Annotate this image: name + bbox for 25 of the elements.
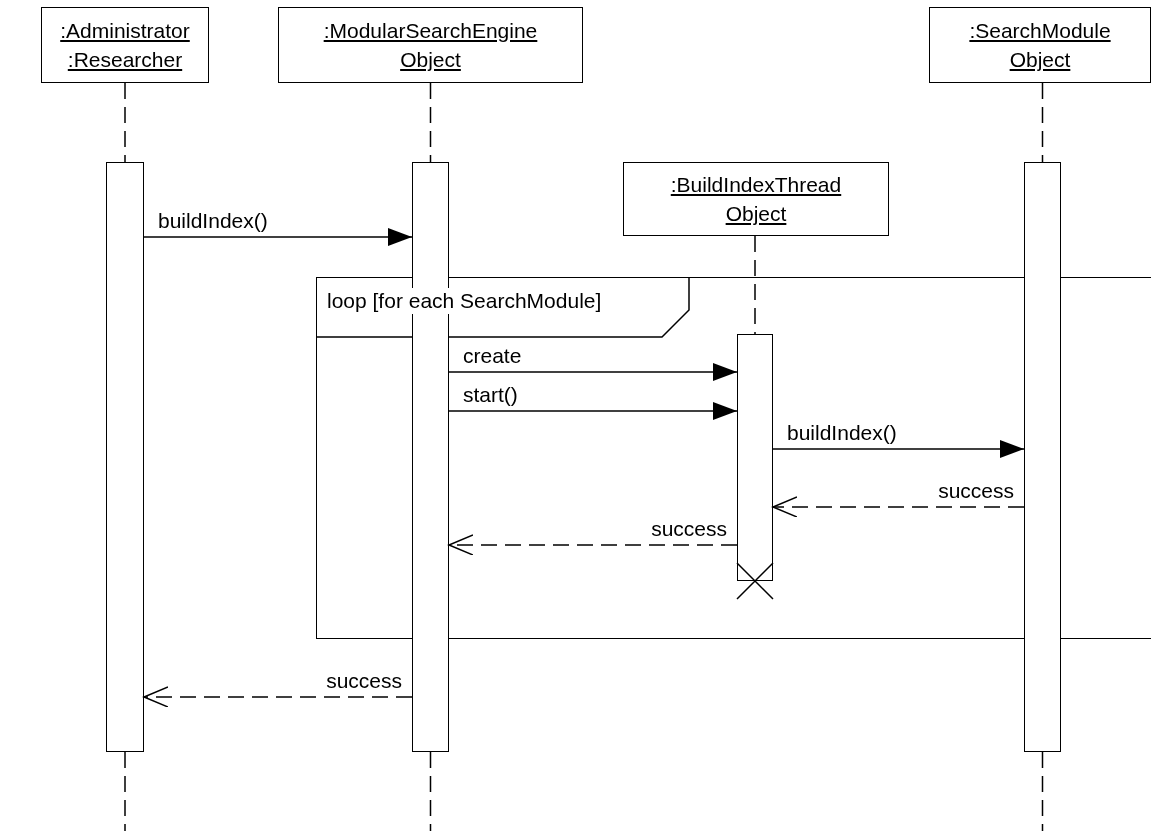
lifeline (124, 82, 126, 163)
message-arrow (772, 440, 1025, 458)
message-label: create (463, 344, 522, 368)
return-arrow (448, 534, 738, 556)
return-arrow (772, 496, 1025, 518)
message-label: buildIndex() (787, 421, 897, 445)
object-box: :BuildIndexThread Object (623, 162, 889, 236)
object-box: :SearchModule Object (929, 7, 1151, 83)
activation-bar (106, 162, 144, 752)
message-label: success (326, 669, 402, 693)
lifeline (754, 235, 756, 335)
activation-bar (736, 333, 773, 581)
message-label: success (651, 517, 727, 541)
message-arrow (143, 228, 413, 246)
message-label: start() (463, 383, 518, 407)
object-box: :Administrator :Researcher (41, 7, 209, 83)
message-arrow (448, 363, 738, 381)
lifeline (429, 82, 432, 163)
return-arrow (143, 686, 413, 708)
message-label: success (938, 479, 1014, 503)
message-label: buildIndex() (158, 209, 268, 233)
activation-bar (1024, 162, 1061, 752)
object-box: :ModularSearchEngine Object (278, 7, 583, 83)
lifeline (1041, 82, 1044, 163)
message-arrow (448, 402, 738, 420)
